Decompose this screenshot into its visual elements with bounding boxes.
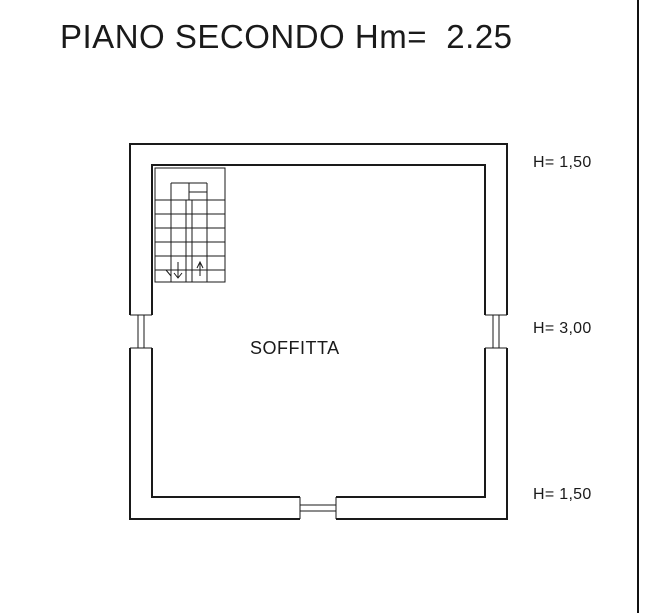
height-label-bottom: H= 1,50 — [533, 486, 592, 503]
room-label: SOFFITTA — [250, 338, 340, 358]
page-title: PIANO SECONDO Hm= 2.25 — [60, 18, 513, 55]
window-left — [130, 314, 152, 349]
page-right-border — [637, 0, 639, 613]
window-right — [485, 314, 507, 349]
height-label-middle: H= 3,00 — [533, 320, 592, 337]
outer-walls — [129, 143, 508, 520]
height-label-top: H= 1,50 — [533, 154, 592, 171]
inner-walls — [151, 164, 486, 498]
staircase — [154, 167, 226, 283]
window-bottom — [299, 497, 337, 519]
